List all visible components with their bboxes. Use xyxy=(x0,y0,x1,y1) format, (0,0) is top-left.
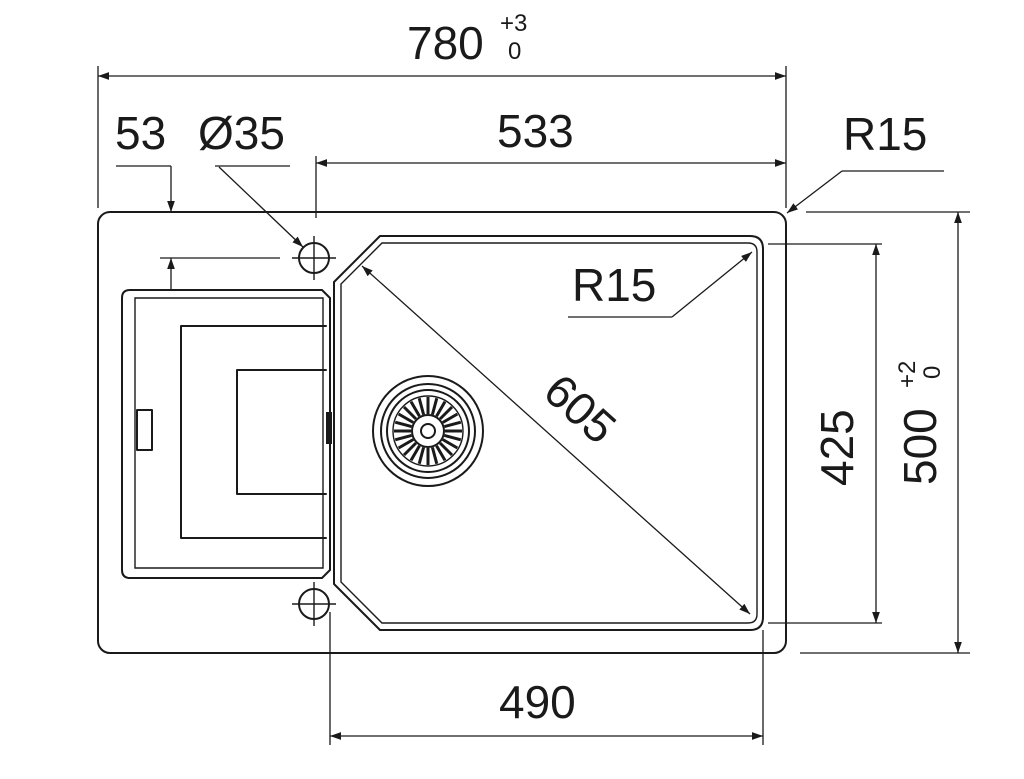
strainer-spoke xyxy=(430,447,439,465)
dimension-overall-depth: 500 +2 0 xyxy=(800,211,970,654)
dimension-outer-corner-radius: R15 xyxy=(786,108,944,214)
bowl-width-bottom-value: 490 xyxy=(499,676,576,728)
dimension-bowl-width-top: 533 xyxy=(315,105,786,218)
overall-depth-tol-lower: 0 xyxy=(919,366,946,379)
strainer-spoke xyxy=(394,420,412,429)
strainer-spoke xyxy=(430,397,439,415)
tap-hole-bottom xyxy=(292,582,336,626)
overall-width-value: 780 xyxy=(407,17,484,69)
drainer-inner-edge xyxy=(134,297,324,569)
strainer-center xyxy=(420,423,436,439)
bowl-depth-value: 425 xyxy=(811,409,863,486)
dimension-overall-width: 780 +3 0 xyxy=(97,10,787,208)
strainer-spokes xyxy=(394,397,462,465)
sink-outline xyxy=(97,211,787,654)
dimension-tap-hole: Ø35 xyxy=(198,107,304,248)
drainer-edge-mark xyxy=(326,412,332,444)
drainer-slot xyxy=(136,409,153,451)
dimension-bowl-corner-radius: R15 xyxy=(568,251,753,318)
strainer-spoke xyxy=(444,433,462,442)
bowl-diagonal-value: 605 xyxy=(534,364,626,454)
outer-corner-radius-value: R15 xyxy=(843,108,927,160)
strainer-spoke xyxy=(417,397,426,415)
tap-hole-value: Ø35 xyxy=(198,107,285,159)
tap-offset-value: 53 xyxy=(115,107,166,159)
drainer-area xyxy=(121,289,332,579)
tap-hole-top xyxy=(292,236,336,280)
bowl-corner-radius-value: R15 xyxy=(572,259,656,311)
bowl-width-top-value: 533 xyxy=(497,105,574,157)
sink-outer-edge xyxy=(97,211,787,654)
overall-depth-tol-upper: +2 xyxy=(894,361,921,388)
strainer-outer-ring xyxy=(372,375,484,487)
bowl xyxy=(333,235,764,631)
dimension-tap-offset: 53 xyxy=(115,107,280,290)
overall-width-tol-upper: +3 xyxy=(500,10,527,37)
dimension-bowl-width-bottom: 490 xyxy=(329,612,764,745)
bowl-outer-edge xyxy=(333,235,764,631)
dimension-bowl-diagonal: 605 xyxy=(361,265,751,615)
drainer-outer-edge xyxy=(121,289,331,579)
drain-strainer xyxy=(372,375,484,487)
overall-width-tol-lower: 0 xyxy=(508,38,521,65)
strainer-spoke xyxy=(417,447,426,465)
strainer-spoke xyxy=(394,433,412,442)
drainer-groove-inner xyxy=(236,369,327,495)
drainer-groove-outer xyxy=(180,325,327,539)
dimension-bowl-depth: 425 xyxy=(768,243,882,624)
strainer-spoke xyxy=(444,420,462,429)
bowl-inner-edge xyxy=(340,242,758,624)
overall-depth-value: 500 xyxy=(894,408,946,485)
strainer-hub xyxy=(411,414,445,448)
